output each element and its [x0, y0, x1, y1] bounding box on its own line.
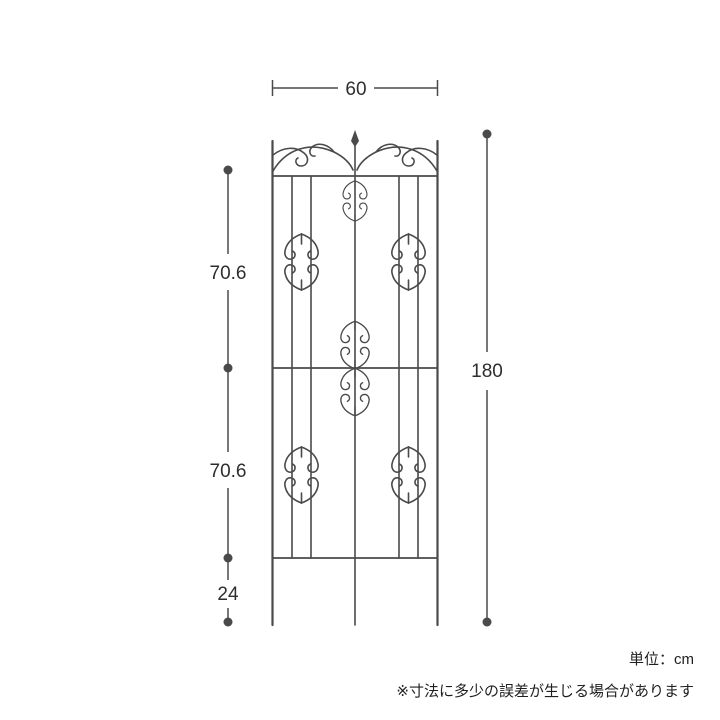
center-finial: [351, 130, 359, 147]
height-dimension-label: 180: [471, 361, 503, 382]
leg-section-dimension-label: 24: [217, 584, 239, 605]
width-dimension-label: 60: [345, 79, 366, 100]
footnotes: 単位：cm ※寸法に多少の誤差が生じる場合があります: [396, 648, 694, 701]
height-dimension: 180: [471, 129, 503, 627]
upper-section-dimension-label: 70.6: [210, 263, 247, 284]
width-dimension: 60: [271, 79, 439, 100]
top-scroll-ornament: [272, 130, 438, 172]
section-dimensions: 70.6 70.6 24: [210, 165, 247, 627]
lower-section-dimension-label: 70.6: [210, 461, 247, 482]
scroll-motif-upper-left: [284, 233, 319, 291]
dimension-annotations: 60 180 70.6 70.6: [210, 79, 503, 627]
unit-note: 単位：cm: [629, 651, 694, 668]
scroll-motif-upper-right: [391, 233, 426, 291]
scroll-motif-lower-left: [284, 446, 319, 504]
tolerance-note: ※寸法に多少の誤差が生じる場合があります: [396, 683, 694, 700]
scroll-motif-lower-right: [391, 446, 426, 504]
trellis-artwork: [271, 130, 439, 627]
